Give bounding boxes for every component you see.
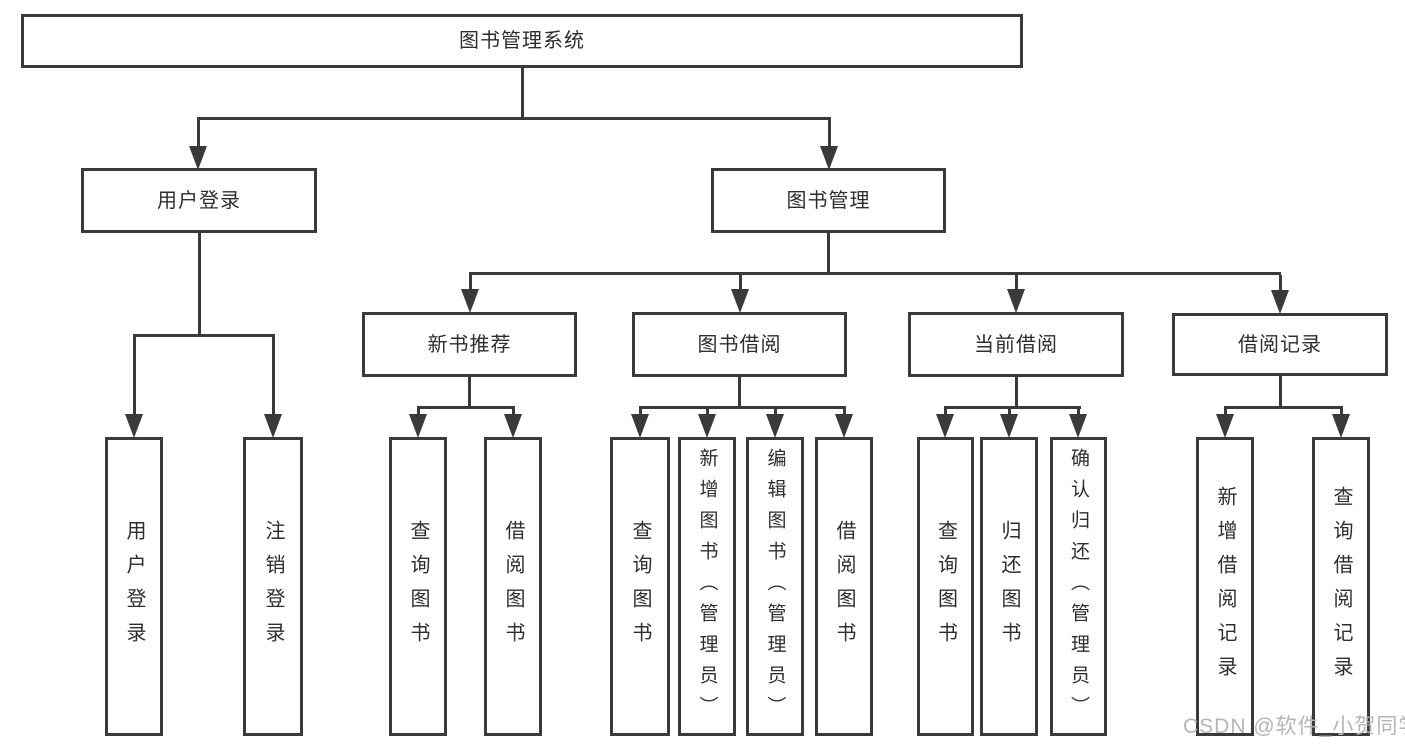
connector-borrow-records-bus xyxy=(1224,406,1343,409)
node-current-borrow: 当前借阅 xyxy=(908,312,1124,377)
watermark: CSDN @软件_小贺同学 xyxy=(1183,715,1405,738)
arrow-down-leaf xyxy=(264,414,282,438)
connector-arrow-stem xyxy=(1008,409,1011,417)
connector-root-stem xyxy=(521,68,524,120)
node-root: 图书管理系统 xyxy=(21,14,1023,68)
leaf-query-books: 查询图书 xyxy=(917,437,974,736)
connector-arrow-stem xyxy=(133,337,136,415)
connector-arrow-stem xyxy=(1279,275,1282,290)
arrow-down-new-book xyxy=(461,289,479,313)
leaf-query-borrow-record: 查询借阅记录 xyxy=(1312,437,1370,736)
connector-arrow-stem xyxy=(706,409,709,417)
leaf-query-books: 查询图书 xyxy=(610,437,670,736)
connector-book-borrow-stem xyxy=(738,377,741,409)
connector-arrow-stem xyxy=(944,409,947,417)
connector-current-borrow-stem xyxy=(1015,377,1018,409)
leaf-borrow-books: 借阅图书 xyxy=(484,437,542,736)
connector-new-book-stem xyxy=(468,377,471,409)
arrow-down-leaf xyxy=(766,414,784,438)
leaf-confirm-return-admin: 确认归还（管理员） xyxy=(1050,437,1107,736)
leaf-logout: 注销登录 xyxy=(243,437,303,736)
arrow-down-leaf xyxy=(1332,414,1350,438)
arrow-down-book-borrow xyxy=(731,289,749,313)
connector-arrow-stem xyxy=(417,409,420,417)
leaf-return-book: 归还图书 xyxy=(980,437,1038,736)
connector-current-borrow-bus xyxy=(944,406,1081,409)
node-book-mgmt: 图书管理 xyxy=(711,168,946,233)
arrow-down-leaf xyxy=(504,414,522,438)
connector-arrow-stem xyxy=(1015,275,1018,290)
connector-arrow-stem xyxy=(843,409,846,417)
connector-arrow-stem xyxy=(1224,409,1227,417)
leaf-edit-book-admin: 编辑图书（管理员） xyxy=(746,437,804,736)
connector-arrow-stem xyxy=(197,120,200,147)
connector-arrow-stem xyxy=(774,409,777,417)
arrow-down-borrow-records xyxy=(1271,290,1289,314)
connector-level2-bus xyxy=(197,117,831,120)
arrow-down-leaf xyxy=(1000,414,1018,438)
connector-book-mgmt-stem xyxy=(827,233,830,275)
arrow-down-user-login xyxy=(189,146,207,170)
arrow-down-leaf xyxy=(631,414,649,438)
leaf-user-login: 用户登录 xyxy=(105,437,163,736)
arrow-down-current-borrow xyxy=(1007,289,1025,313)
leaf-add-borrow-record: 新增借阅记录 xyxy=(1196,437,1254,736)
connector-user-login-stem xyxy=(198,233,201,337)
connector-arrow-stem xyxy=(739,275,742,290)
connector-borrow-records-stem xyxy=(1279,375,1282,409)
connector-level3-bus xyxy=(469,272,1281,275)
connector-new-book-bus xyxy=(417,406,515,409)
connector-arrow-stem xyxy=(1340,409,1343,417)
connector-user-login-bus xyxy=(133,334,275,337)
connector-arrow-stem xyxy=(469,275,472,290)
node-new-book-recommend: 新书推荐 xyxy=(362,312,577,377)
node-book-borrow: 图书借阅 xyxy=(632,312,847,377)
arrow-down-leaf xyxy=(698,414,716,438)
arrow-down-leaf xyxy=(125,414,143,438)
connector-arrow-stem xyxy=(512,409,515,417)
arrow-down-leaf xyxy=(936,414,954,438)
node-user-login: 用户登录 xyxy=(81,168,317,233)
connector-arrow-stem xyxy=(1077,409,1080,417)
leaf-add-book-admin: 新增图书（管理员） xyxy=(678,437,736,736)
arrow-down-leaf xyxy=(835,414,853,438)
arrow-down-book-mgmt xyxy=(820,146,838,170)
connector-arrow-stem xyxy=(639,409,642,417)
arrow-down-leaf xyxy=(409,414,427,438)
arrow-down-leaf xyxy=(1069,414,1087,438)
leaf-borrow-books: 借阅图书 xyxy=(815,437,873,736)
node-borrow-records: 借阅记录 xyxy=(1172,313,1388,376)
connector-arrow-stem xyxy=(828,120,831,147)
connector-book-borrow-bus xyxy=(639,406,846,409)
leaf-query-books: 查询图书 xyxy=(389,437,447,736)
connector-arrow-stem xyxy=(272,337,275,415)
arrow-down-leaf xyxy=(1216,414,1234,438)
